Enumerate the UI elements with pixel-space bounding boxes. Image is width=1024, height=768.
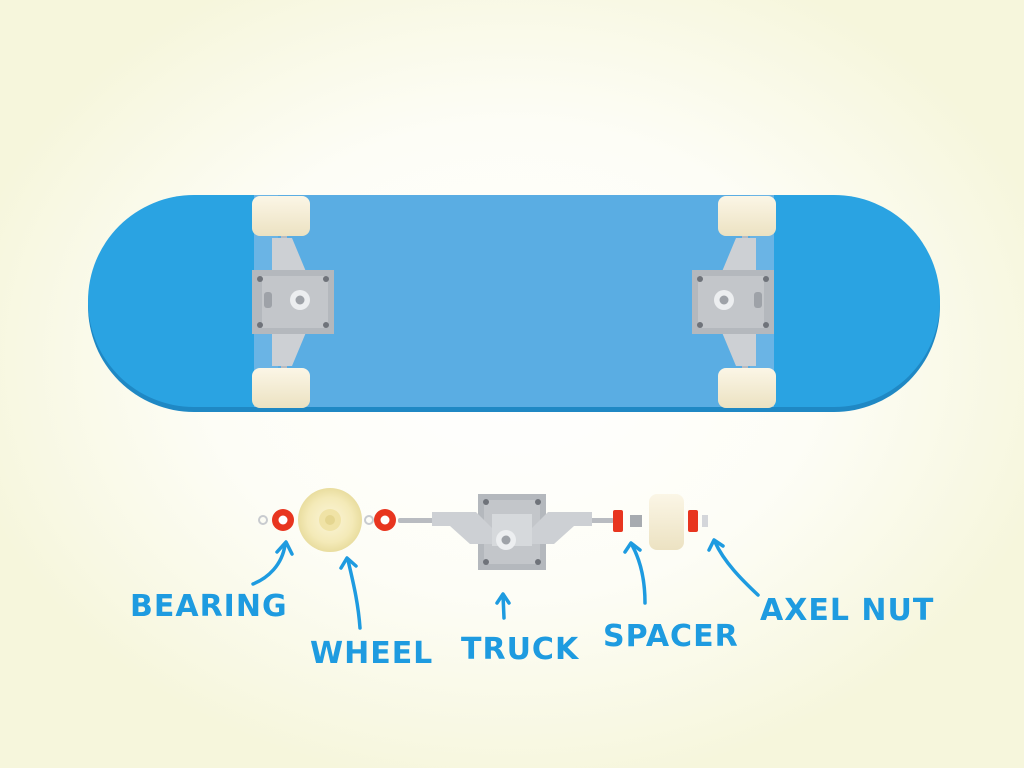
washer-left (258, 515, 268, 525)
label-axel-nut: AXEL NUT (760, 593, 934, 628)
wheel-bottom-right (718, 368, 776, 408)
left-truck-assembly (252, 196, 334, 408)
wheel-bottom-left (252, 368, 310, 408)
right-kingpin-nut (719, 295, 729, 305)
left-bolt-4 (323, 322, 329, 328)
wheel-part-right (649, 494, 684, 550)
washer-mid (364, 515, 374, 525)
left-bushing (264, 292, 272, 308)
truck-part (432, 494, 592, 570)
label-spacer: SPACER (603, 619, 739, 654)
callout-arrows (251, 538, 760, 630)
left-bolt-2 (323, 276, 329, 282)
bearing-part-right (688, 510, 698, 532)
bearing-part-2 (374, 509, 396, 531)
arrow-truck (495, 592, 511, 620)
arrow-spacer (623, 541, 647, 605)
deck-center-panel (254, 195, 774, 407)
arrow-wheel (339, 556, 362, 630)
spacer-part (613, 510, 642, 532)
right-truck-assembly (692, 196, 776, 408)
exploded-parts (258, 488, 708, 570)
right-bolt-4 (763, 322, 769, 328)
right-bolt-1 (697, 276, 703, 282)
skateboard-deck (88, 195, 940, 412)
wheel-part (298, 488, 362, 552)
wheel-top-right (718, 196, 776, 236)
right-bolt-2 (763, 276, 769, 282)
bearing-part (272, 509, 294, 531)
right-bushing (754, 292, 762, 308)
left-bolt-1 (257, 276, 263, 282)
label-wheel: WHEEL (310, 636, 433, 671)
arrow-axel-nut (707, 538, 760, 597)
wheel-top-left (252, 196, 310, 236)
right-bolt-3 (697, 322, 703, 328)
left-bolt-3 (257, 322, 263, 328)
left-kingpin-nut (295, 295, 305, 305)
label-truck: TRUCK (461, 632, 580, 667)
label-bearing: BEARING (130, 589, 288, 624)
arrow-bearing (251, 540, 294, 586)
axle-nut-part (702, 515, 708, 527)
